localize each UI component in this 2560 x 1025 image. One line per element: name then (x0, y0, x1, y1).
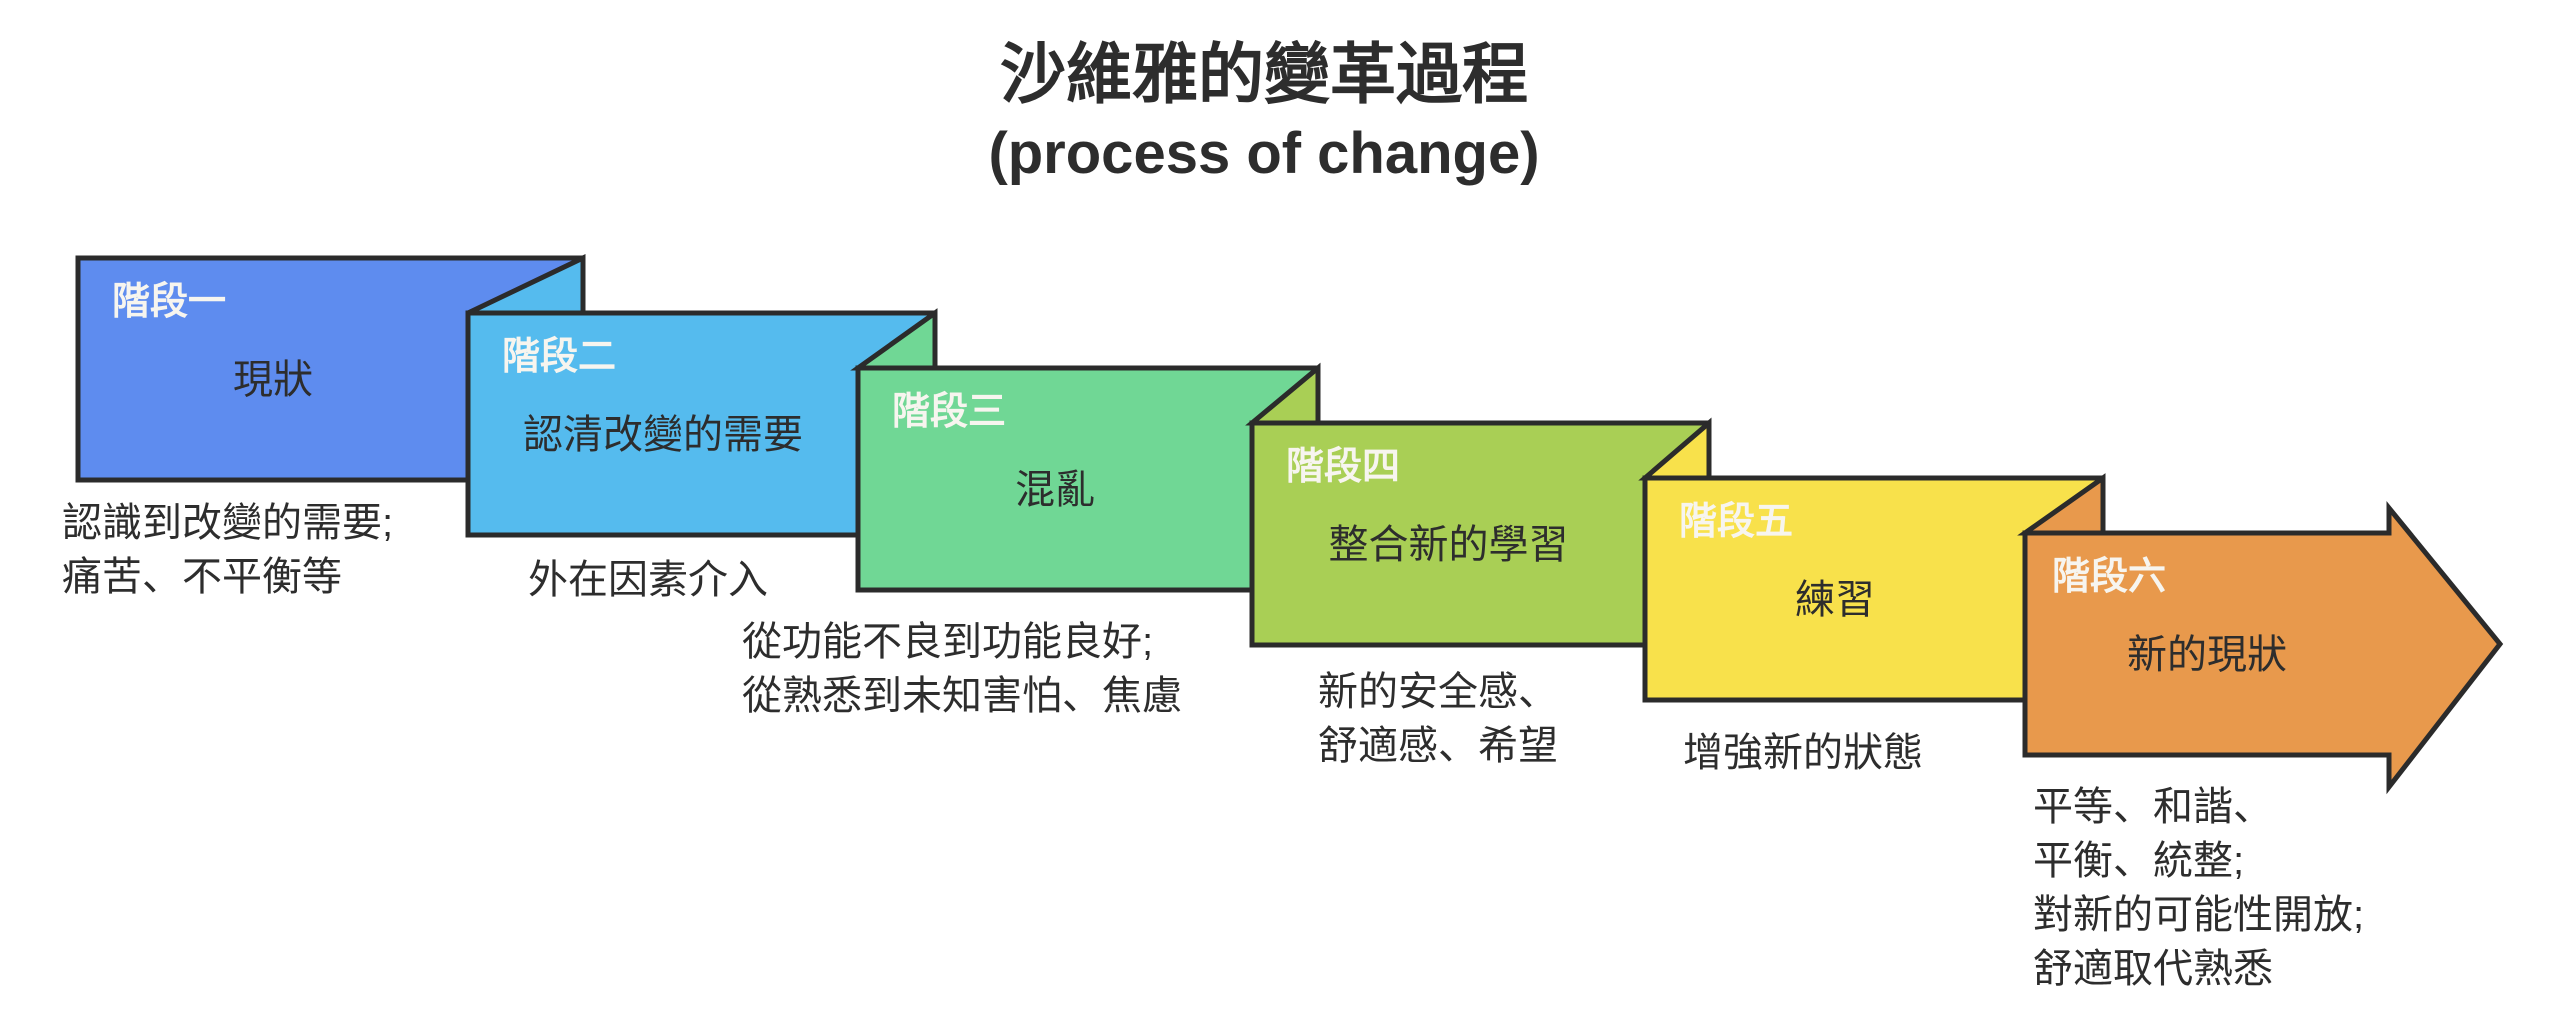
stage-6-description: 平等、和諧、 平衡、統整; 對新的可能性開放; 舒適取代熟悉 (2033, 780, 2364, 996)
stage-5-title: 練習 (1795, 578, 1875, 622)
stage-1-title: 現狀 (233, 358, 313, 402)
stage-1-description-line: 認識到改變的需要; (62, 501, 394, 545)
stage-3-description: 從功能不良到功能良好; 從熟悉到未知害怕、焦慮 (742, 615, 1182, 723)
stage-2-label: 階段二 (502, 336, 617, 378)
stage-1-label: 階段一 (112, 281, 227, 323)
stage-3-description-line: 從功能不良到功能良好; (742, 620, 1154, 664)
stage-2-description-line: 外在因素介入 (528, 558, 768, 602)
stage-1-description-line: 痛苦、不平衡等 (62, 555, 342, 599)
stage-5-description-line: 增強新的狀態 (1683, 731, 1923, 775)
stage-6-arrow (2022, 500, 2504, 795)
page-subtitle: (process of change) (988, 121, 1540, 187)
stage-3-title: 混亂 (1015, 468, 1095, 512)
page-title-block: 沙維雅的變革過程 (process of change) (0, 30, 2528, 189)
stage-3-description-line: 從熟悉到未知害怕、焦慮 (742, 674, 1182, 718)
stage-6-description-line: 平等、和諧、 (2033, 785, 2273, 829)
stage-4-title: 整合新的學習 (1328, 523, 1569, 567)
stage-6-description-line: 平衡、統整; (2033, 839, 2245, 883)
stage-4-description-line: 舒適感、希望 (1318, 724, 1558, 768)
stage-5-description: 增強新的狀態 (1683, 726, 1923, 780)
stage-2-description: 外在因素介入 (528, 553, 768, 607)
stage-4-description-line: 新的安全感、 (1318, 670, 1558, 714)
stage-6-title: 新的現狀 (2127, 633, 2287, 677)
stage-4-label: 階段四 (1286, 446, 1401, 488)
stage-4-description: 新的安全感、 舒適感、希望 (1318, 665, 1558, 773)
stage-3-label: 階段三 (892, 391, 1007, 433)
stage-6-description-line: 舒適取代熟悉 (2033, 947, 2273, 991)
stage-5-label: 階段五 (1679, 501, 1794, 543)
stage-2-title: 認清改變的需要 (523, 413, 803, 457)
stage-6-label: 階段六 (2052, 556, 2167, 598)
stage-1-description: 認識到改變的需要; 痛苦、不平衡等 (62, 496, 393, 604)
page-title: 沙維雅的變革過程 (1000, 37, 1528, 111)
stage-6-description-line: 對新的可能性開放; (2033, 893, 2365, 937)
